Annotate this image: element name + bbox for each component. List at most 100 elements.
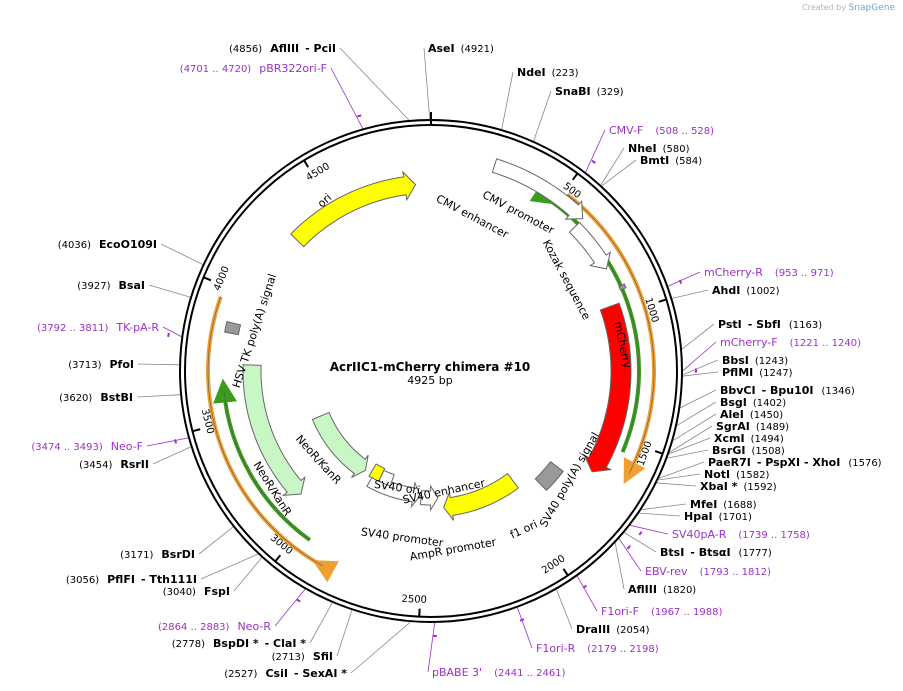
site-leader [152, 446, 191, 465]
site-suffix: - SbfI [748, 318, 781, 331]
primer-name: SV40pA-R [672, 528, 727, 541]
site-position: (1508) [751, 446, 784, 457]
site-position: (3620) [59, 393, 92, 404]
primer-position: (3792 .. 3811) [37, 323, 109, 334]
site-name: AflIII [270, 42, 299, 55]
primer: Neo-F (3474 .. 3493) [31, 440, 143, 453]
site-position: (1592) [743, 482, 776, 493]
restriction-site: BstBI (3620) [59, 391, 133, 404]
restriction-site: XbaI * (1592) [700, 480, 777, 493]
site-name: CsiI [265, 667, 287, 680]
site-suffix: - BtsαI [690, 546, 730, 559]
primer-name: Neo-R [237, 620, 271, 633]
site-leaders [136, 47, 719, 674]
site-leader [667, 449, 709, 459]
site-position: (1163) [789, 320, 822, 331]
neor-2-feature [242, 364, 306, 496]
primer-leader [146, 437, 189, 447]
site-leader [641, 503, 687, 511]
restriction-site: NotI(1582) [704, 468, 769, 481]
site-name: BsrGI [712, 444, 745, 457]
site-position: (223) [552, 68, 579, 79]
site-position: (1582) [736, 470, 769, 481]
primer-mark [356, 114, 362, 118]
primer: mCherry-F(1221 .. 1240) [720, 336, 861, 349]
primer-position: (508 .. 528) [655, 126, 714, 137]
site-name: BspDI * [213, 637, 259, 650]
site-position: (3713) [68, 360, 101, 371]
site-leader [656, 482, 697, 487]
primer-mark [167, 332, 170, 338]
primer-leader [517, 607, 533, 649]
primer-position: (2441 .. 2461) [494, 668, 566, 679]
primer-leader [585, 129, 606, 173]
site-position: (3056) [66, 575, 99, 586]
site-position: (3927) [77, 281, 110, 292]
restriction-site: SfiI(2713) [272, 650, 333, 663]
primer: SV40pA-R (1739 .. 1758) [672, 528, 810, 541]
tick-mark [562, 568, 569, 576]
primer-position: (1967 .. 1988) [651, 607, 723, 618]
primer-name: mCherry-F [720, 336, 778, 349]
site-name: XbaI * [700, 480, 738, 493]
restriction-site: BsaI(3927) [77, 279, 145, 292]
site-position: (4856) [229, 44, 262, 55]
site-position: (3171) [120, 550, 153, 561]
site-leader [669, 425, 713, 453]
snapgene-logo: SnapGene [848, 3, 895, 13]
site-name: NdeI [517, 66, 546, 79]
site-position: (1402) [753, 398, 786, 409]
site-leader [624, 532, 657, 553]
site-position: (1489) [756, 422, 789, 433]
primer-leader [427, 622, 436, 673]
site-name: BstBI [100, 391, 133, 404]
primer-leader [330, 67, 364, 129]
primer-position: (1739 .. 1758) [738, 530, 810, 541]
site-leader [676, 401, 717, 426]
site-leader [423, 47, 431, 120]
restriction-site: PstI- SbfI(1163) [718, 318, 822, 331]
restriction-site: BbvCI- Bpu10I(1346) [720, 384, 855, 397]
primer: CMV-F(508 .. 528) [609, 124, 714, 137]
primer-leader [682, 341, 717, 371]
primer: F1ori-R(2179 .. 2198) [536, 642, 659, 655]
primer-leader [668, 271, 701, 287]
site-name: SnaBI [555, 85, 591, 98]
primer-position: (3474 .. 3493) [31, 442, 103, 453]
restriction-site: BmtI(584) [640, 154, 702, 167]
site-leader [136, 394, 181, 398]
site-name: BtsI [660, 546, 684, 559]
site-suffix: - SexAI * [294, 667, 347, 680]
tick-label: 2500 [401, 594, 427, 606]
restriction-site: - SexAI *CsiI(2527) [224, 667, 347, 680]
ori-feature [290, 170, 417, 248]
primer-name: F1ori-R [536, 642, 576, 655]
mcherry-feature [583, 302, 632, 473]
site-position: (4921) [461, 44, 494, 55]
restriction-site: BbsI(1243) [722, 354, 788, 367]
site-position: (1688) [723, 500, 756, 511]
plasmid-length: 4925 bp [407, 374, 452, 387]
cmv-enhancer-feature [491, 158, 584, 220]
neor-1-feature [311, 411, 369, 479]
site-name: DraIII [576, 623, 610, 636]
tick-mark [203, 276, 212, 282]
site-name: XcmI [714, 432, 745, 445]
restriction-site: SgrAI(1489) [716, 420, 789, 433]
site-position: (1450) [750, 410, 783, 421]
primer-position: (953 .. 971) [775, 268, 834, 279]
restriction-site: EcoO109I(4036) [58, 238, 157, 251]
site-name: BsgI [720, 396, 747, 409]
primer-position: (4701 .. 4720) [180, 64, 252, 75]
primer: F1ori-F(1967 .. 1988) [601, 605, 722, 618]
restriction-site: SnaBI(329) [555, 85, 624, 98]
restriction-site: BsrGI (1508) [712, 444, 785, 457]
primer-name: Neo-F [111, 440, 143, 453]
tick-mark [192, 428, 201, 433]
primer: Neo-R(2864 .. 2883) [158, 620, 271, 633]
primer-mark [296, 598, 301, 603]
primer-leader [162, 326, 182, 337]
site-leader [672, 289, 709, 299]
site-position: (1247) [759, 368, 792, 379]
